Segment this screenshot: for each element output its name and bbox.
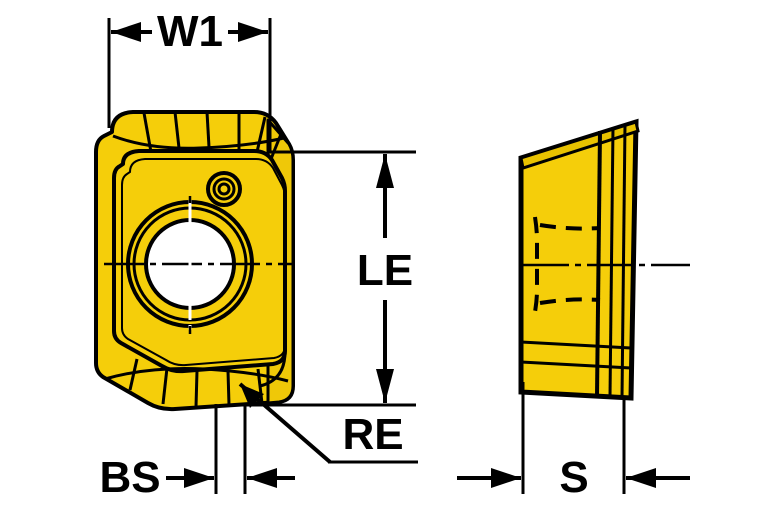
le-label: LE xyxy=(357,246,413,295)
insert-front-land-inner-line xyxy=(121,158,286,367)
insert-side-facet-line-1 xyxy=(595,130,602,397)
insert-side-bottom-band-1 xyxy=(520,340,632,350)
dimension-s: S xyxy=(457,382,690,502)
insert-side-facet-line-3 xyxy=(620,123,627,399)
dimension-bs: BS xyxy=(99,404,295,502)
top-edge-serration-ridge xyxy=(112,134,285,150)
corner-radius-arc xyxy=(259,351,287,388)
re-leader-arrowhead xyxy=(240,384,264,408)
dimension-re: RE xyxy=(238,382,418,464)
bs-arrowhead-right xyxy=(247,468,277,488)
w1-arrowhead-left xyxy=(111,22,141,42)
dimension-le: LE xyxy=(232,150,416,407)
le-arrowhead-top xyxy=(376,154,394,188)
s-arrowhead-right xyxy=(626,468,656,488)
le-arrowhead-bottom xyxy=(376,369,394,403)
insert-side-facet-line-2 xyxy=(608,126,615,398)
s-arrowhead-left xyxy=(491,468,521,488)
bs-label: BS xyxy=(99,453,160,502)
insert-side-top-chamfer xyxy=(519,120,640,170)
side-view-hidden-hole xyxy=(533,216,601,313)
re-label: RE xyxy=(342,410,403,459)
bottom-edge-serration-ridge xyxy=(104,366,289,383)
front-view xyxy=(94,110,295,412)
insert-marking-circle-mid xyxy=(212,177,236,201)
w1-arrowhead-right xyxy=(238,22,268,42)
bs-arrowhead-left xyxy=(184,468,214,488)
w1-label: W1 xyxy=(157,7,223,56)
insert-marking-circle-outer xyxy=(206,171,242,207)
insert-side-bottom-band-2 xyxy=(520,360,632,370)
side-view xyxy=(518,118,690,401)
insert-marking-circle-inner xyxy=(217,182,231,196)
dimension-w1: W1 xyxy=(107,7,272,152)
s-label: S xyxy=(559,453,588,502)
